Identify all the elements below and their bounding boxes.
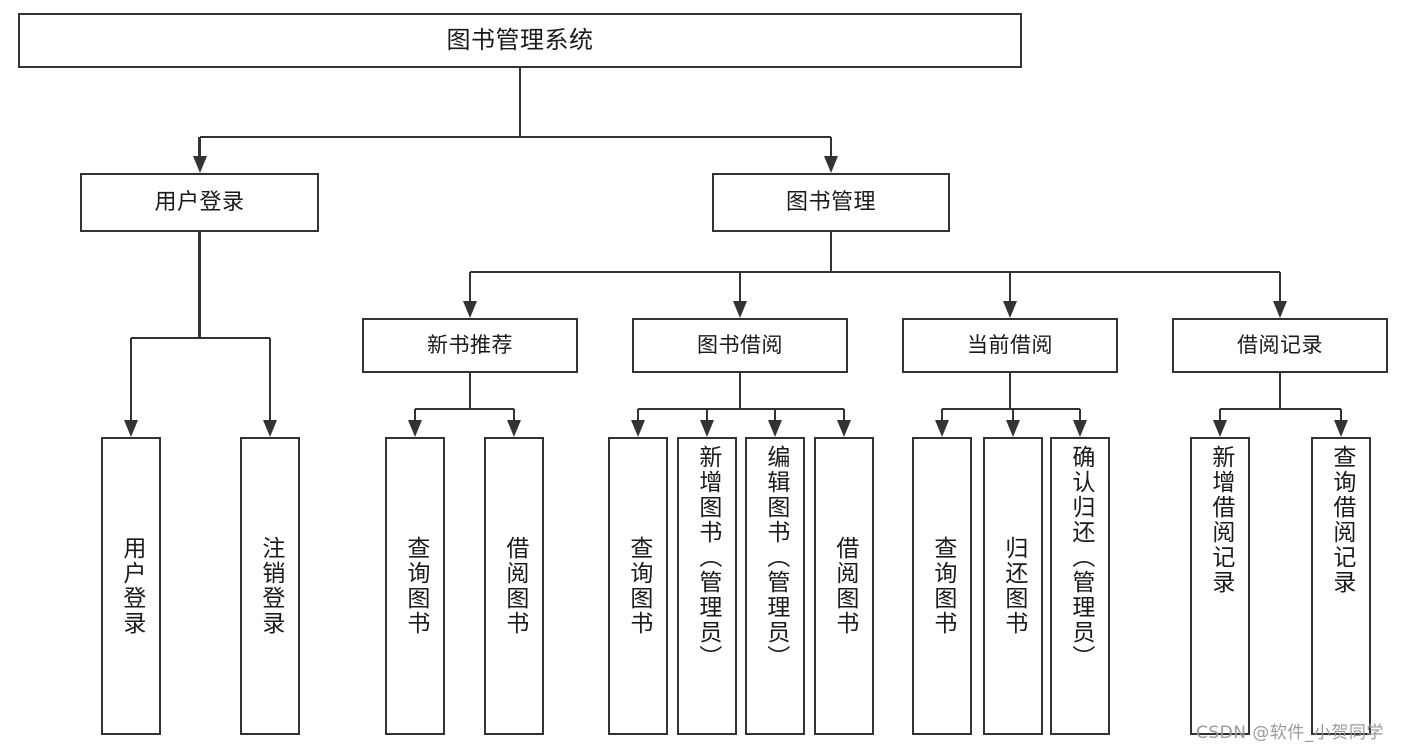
node-label: 图书管理系统	[446, 26, 594, 55]
node-label: 归还图书	[1000, 536, 1027, 636]
arrow-head-icon	[1273, 301, 1287, 318]
connector-branch	[1278, 272, 1282, 305]
node-label: 新增借阅记录	[1207, 445, 1234, 595]
connector-branch	[1008, 272, 1012, 305]
connector-branch	[829, 137, 833, 160]
node-label: 查询借阅记录	[1328, 445, 1355, 595]
node-borrow-record[interactable]: 借阅记录	[1172, 318, 1388, 373]
connector-bus	[638, 407, 844, 411]
leaf-borrow-book[interactable]: 借阅图书	[814, 437, 874, 735]
connector-stem	[1008, 373, 1012, 409]
leaf-add-book-admin[interactable]: 新增图书（管理员）	[677, 437, 737, 735]
node-label: 注销登录	[257, 536, 284, 636]
leaf-user-logout[interactable]: 注销登录	[240, 437, 300, 735]
connector-stem	[198, 232, 201, 338]
connector-stem	[738, 373, 742, 409]
arrow-head-icon	[824, 156, 838, 173]
csdn-watermark: CSDN @软件_小贺同学	[1196, 723, 1384, 743]
connector-branch	[636, 409, 640, 424]
leaf-borrow-book-recommend[interactable]: 借阅图书	[484, 437, 544, 735]
arrow-head-icon	[1334, 420, 1348, 437]
connector-branch	[842, 409, 846, 424]
node-label: 图书管理	[785, 189, 876, 215]
connector-branch	[705, 409, 709, 424]
connector-root-bus	[199, 135, 831, 139]
arrow-head-icon	[507, 420, 521, 437]
arrow-head-icon	[1006, 420, 1020, 437]
leaf-confirm-return-admin[interactable]: 确认归还（管理员）	[1050, 437, 1110, 735]
node-label: 查询图书	[625, 536, 652, 636]
leaf-edit-book-admin[interactable]: 编辑图书（管理员）	[745, 437, 805, 735]
node-label: 新书推荐	[427, 333, 513, 358]
connector-bus	[415, 407, 514, 411]
connector-stem	[468, 373, 472, 409]
connector-root-stem	[518, 68, 522, 137]
node-label: 当前借阅	[967, 333, 1053, 358]
arrow-head-icon	[837, 420, 851, 437]
node-label: 用户登录	[154, 189, 245, 215]
node-root-system[interactable]: 图书管理系统	[18, 13, 1022, 68]
node-label: 借阅图书	[501, 536, 528, 636]
leaf-return-book[interactable]: 归还图书	[983, 437, 1043, 735]
connector-bus	[1220, 407, 1341, 411]
node-label: 确认归还（管理员）	[1067, 445, 1094, 670]
connector-branch	[413, 409, 417, 424]
connector-branch	[940, 409, 944, 424]
node-label: 查询图书	[929, 536, 956, 636]
node-label: 借阅图书	[831, 536, 858, 636]
connector-branch	[773, 409, 777, 424]
arrow-head-icon	[700, 420, 714, 437]
arrow-head-icon	[408, 420, 422, 437]
leaf-query-book-recommend[interactable]: 查询图书	[385, 437, 445, 735]
leaf-user-login[interactable]: 用户登录	[101, 437, 161, 735]
connector-branch	[468, 272, 472, 305]
node-label: 用户登录	[118, 536, 145, 636]
node-label: 新增图书（管理员）	[694, 445, 721, 670]
connector-bus	[131, 336, 270, 340]
arrow-head-icon	[1003, 301, 1017, 318]
node-label: 借阅记录	[1237, 333, 1323, 358]
node-label: 编辑图书（管理员）	[762, 445, 789, 670]
connector-branch	[129, 338, 133, 424]
leaf-add-borrow-record[interactable]: 新增借阅记录	[1190, 437, 1250, 735]
arrow-head-icon	[733, 301, 747, 318]
arrow-head-icon	[631, 420, 645, 437]
arrow-head-icon	[768, 420, 782, 437]
arrow-head-icon	[263, 420, 277, 437]
node-label: 图书借阅	[697, 333, 783, 358]
arrow-head-icon	[463, 301, 477, 318]
connector-branch	[1218, 409, 1222, 424]
connector-bus	[470, 270, 1280, 274]
node-new-book-recommend[interactable]: 新书推荐	[362, 318, 578, 373]
node-user-login[interactable]: 用户登录	[80, 173, 319, 232]
connector-bus	[942, 407, 1080, 411]
leaf-query-book-borrow[interactable]: 查询图书	[608, 437, 668, 735]
arrow-head-icon	[1073, 420, 1087, 437]
arrow-head-icon	[935, 420, 949, 437]
node-book-borrow[interactable]: 图书借阅	[632, 318, 848, 373]
connector-branch	[1078, 409, 1082, 424]
connector-branch	[198, 137, 201, 160]
connector-stem	[1278, 373, 1282, 409]
leaf-query-borrow-record[interactable]: 查询借阅记录	[1311, 437, 1371, 735]
arrow-head-icon	[124, 420, 138, 437]
node-current-borrow[interactable]: 当前借阅	[902, 318, 1118, 373]
arrow-head-icon	[192, 156, 207, 173]
connector-branch	[1339, 409, 1343, 424]
node-book-management[interactable]: 图书管理	[712, 173, 950, 232]
connector-stem	[829, 232, 833, 272]
connector-branch	[268, 338, 272, 424]
leaf-query-book-current[interactable]: 查询图书	[912, 437, 972, 735]
connector-branch	[1011, 409, 1015, 424]
arrow-head-icon	[1213, 420, 1227, 437]
node-label: 查询图书	[402, 536, 429, 636]
connector-branch	[738, 272, 742, 305]
connector-branch	[512, 409, 516, 424]
